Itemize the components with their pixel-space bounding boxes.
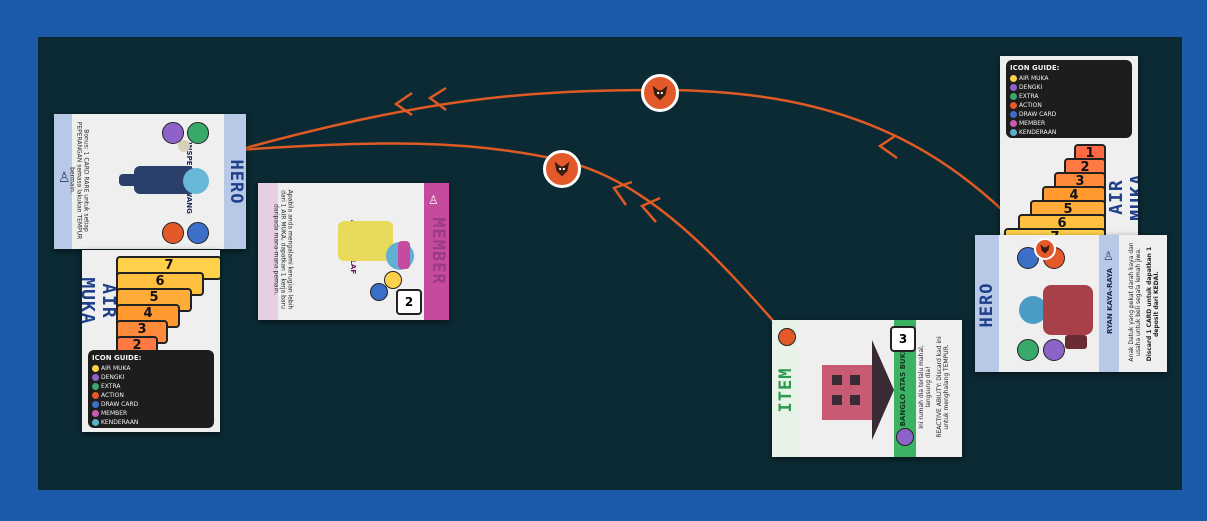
character-art [338,221,414,270]
character-art [119,140,209,194]
icon-guide: ICON GUIDE: AIR MUKA DENGKI EXTRA ACTION… [88,350,214,428]
card-ability: Apabila anda mengalami kerugian lebih da… [272,189,294,310]
icon-guide: ICON GUIDE: AIR MUKA DENGKI EXTRA ACTION… [1006,60,1132,138]
item-card-banglo[interactable]: ITEM BANGLO ATAS BUKIT Ini rumah dia ter… [772,320,962,457]
title-band [224,114,246,249]
hero-card-inspektor[interactable]: HERO INSPEKTOR WANG Bonus: 1 CARD RARE u… [54,114,246,249]
ability-icon [1017,339,1039,361]
cost-badge: 2 [396,289,422,315]
card-footer: Bonus: 1 CARD RARE untuk setiap PEPERANG… [68,121,90,240]
card-type-label: MEMBER [428,217,448,285]
gender-icon: ♙ [428,193,439,207]
guide-item: DRAW CARD [1019,111,1057,118]
card-type-label: ITEM [776,367,796,413]
icon-guide-title: ICON GUIDE: [92,354,142,362]
guide-item: DENGKI [1019,84,1043,91]
gender-icon: ♙ [1103,249,1114,263]
ladder-title: AIR MUKA [1106,173,1138,221]
guide-item: AIR MUKA [101,365,131,372]
reactive-icon [896,428,914,446]
guide-item: DENGKI [101,374,125,381]
ability-icon [187,122,209,144]
ability-icon [370,283,388,301]
name-band [54,114,72,249]
ability-icon [162,222,184,244]
guide-item: AIR MUKA [1019,75,1049,82]
guide-item: MEMBER [101,410,128,417]
character-art [1019,285,1093,349]
ladder-step-7: 7 [1004,228,1106,238]
guide-item: EXTRA [1019,93,1039,100]
card-footer: Discard 1 CARD untuk dapatkan 1 deposit … [1146,246,1160,362]
guide-item: MEMBER [1019,120,1046,127]
card-ability: Anak Datuk yang pekat darah kaya dan usa… [1128,242,1142,362]
member-card-aina[interactable]: MEMBER AINA MUALAF Apabila anda mengalam… [258,183,449,320]
ability-icon [1043,339,1065,361]
title-band [975,235,999,372]
action-token-top[interactable] [641,74,679,112]
fox-icon [1040,244,1050,254]
fox-icon [554,161,570,177]
ladder-title: AIR MUKA [82,277,119,325]
name-band [258,183,278,320]
guide-item: KENDERAAN [101,419,139,426]
gender-icon: ♙ [58,170,71,186]
ability-icon [187,222,209,244]
card-type-label: HERO [977,282,997,328]
guide-item: DRAW CARD [101,401,139,408]
card-footer: REACTIVE ABILITY: Discard kad ini untuk … [936,336,950,438]
hero-card-ryan[interactable]: HERO RYAN KAYA-RAYA Anak Datuk yang peka… [975,235,1167,372]
fox-icon [652,85,668,101]
guide-item: ACTION [101,392,124,399]
house-art [822,340,894,440]
air-muka-card-left[interactable]: AIR MUKA 7 6 5 4 3 2 1 ICON GUIDE: AIR M… [82,250,220,432]
title-band [424,183,449,320]
ability-icon [384,271,402,289]
action-token-small[interactable] [1034,238,1056,260]
name-band [1099,235,1119,372]
cost-badge: 3 [890,326,916,352]
guide-item: KENDERAAN [1019,129,1057,136]
guide-item: ACTION [1019,102,1042,109]
card-ability: Ini rumah dia terlalu mahal, langsung di… [918,345,932,429]
name-band [894,320,916,457]
icon-guide-title: ICON GUIDE: [1010,64,1060,72]
ability-icon [162,122,184,144]
action-icon [778,328,796,346]
card-type-label: HERO [226,159,246,205]
air-muka-card-right[interactable]: ICON GUIDE: AIR MUKA DENGKI EXTRA ACTION… [1000,56,1138,238]
action-token-middle[interactable] [543,150,581,188]
guide-item: EXTRA [101,383,121,390]
